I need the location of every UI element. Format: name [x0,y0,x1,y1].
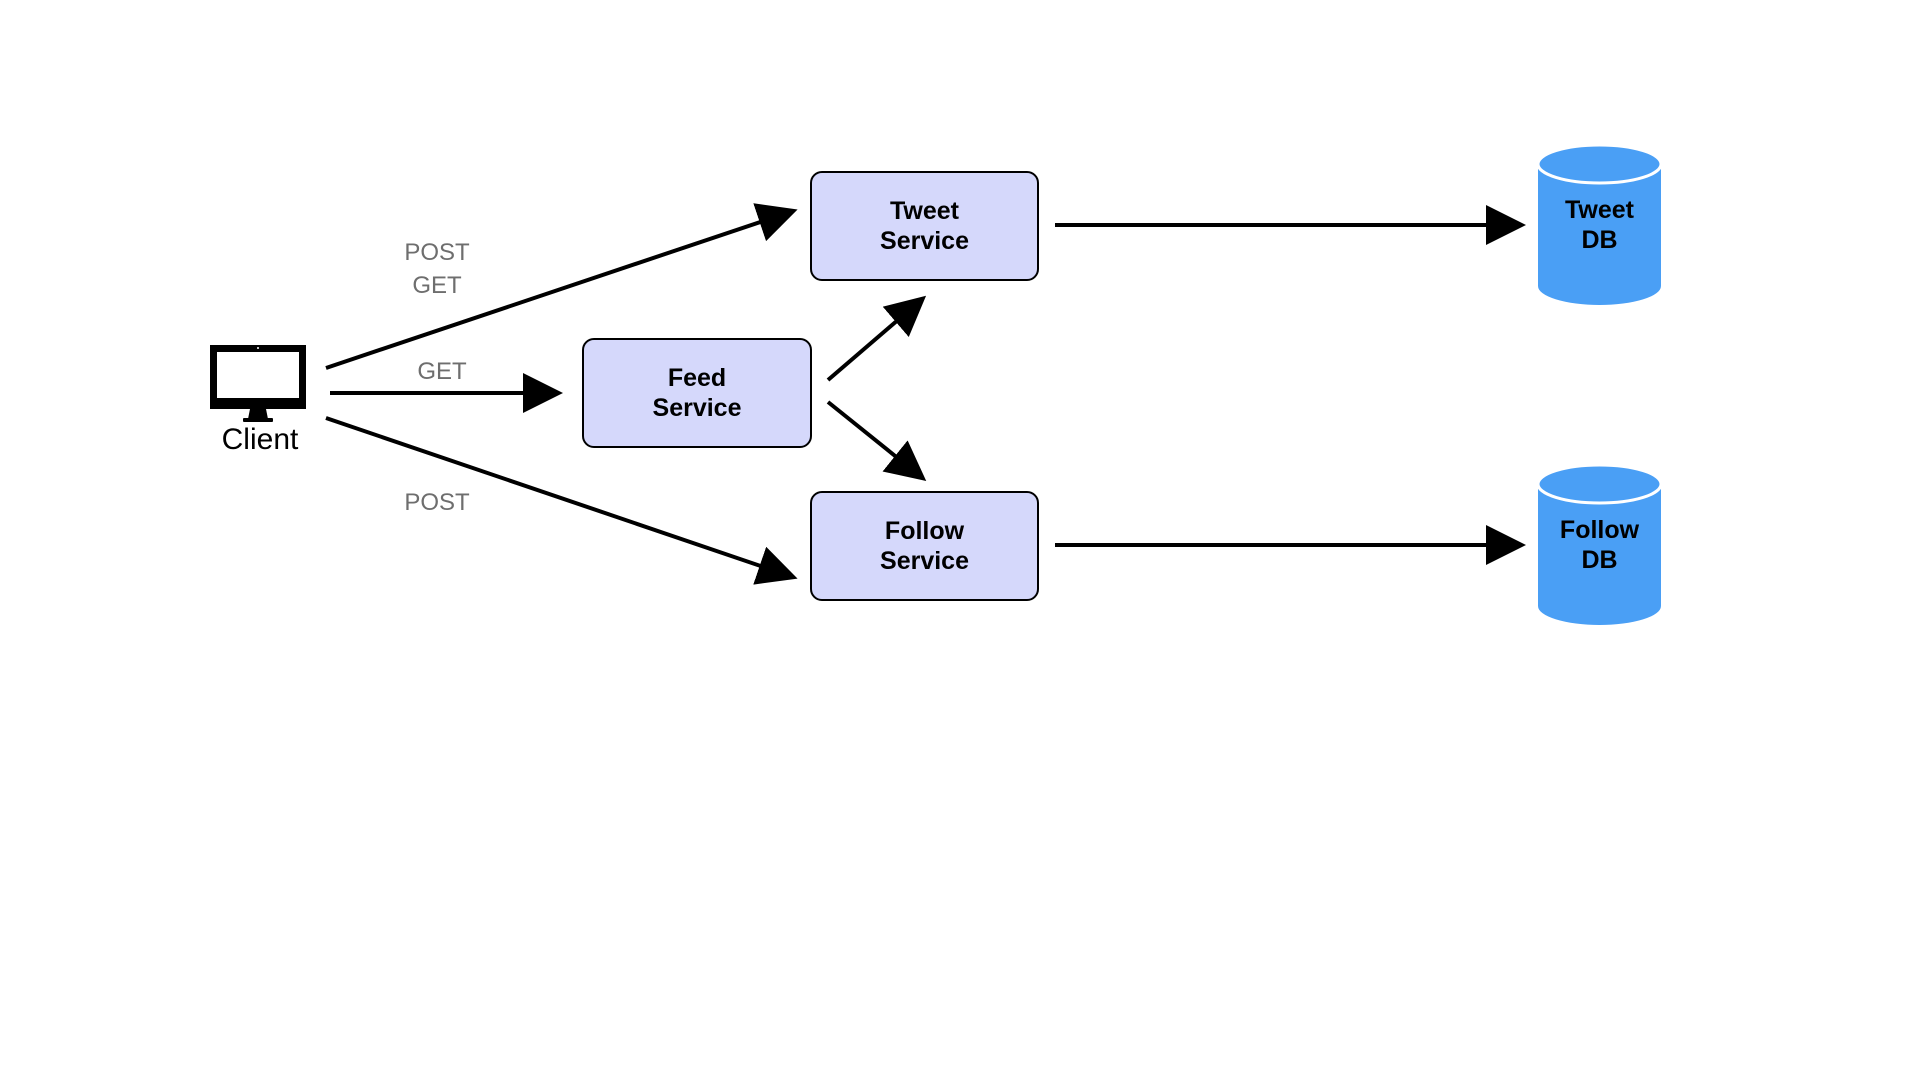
arrow-client-to-tweet-service [325,203,798,370]
client-label: Client [221,423,299,456]
arrow-feed-to-tweet-service [826,295,927,382]
tweet-service-label: Tweet Service [880,197,969,255]
database-cylinder-icon [1536,143,1663,305]
arrow-feed-to-follow-service [826,400,927,482]
client-node: Client [205,340,315,470]
tweet-db: Tweet DB [1536,143,1663,308]
database-cylinder-icon [1536,463,1663,625]
feed-service-box: Feed Service [582,338,812,448]
edge-label-client-to-feed: GET [417,358,467,385]
tweet-db-label: Tweet DB [1565,196,1634,254]
follow-db-label: Follow DB [1559,516,1640,574]
follow-service-box: Follow Service [810,491,1039,601]
follow-db: Follow DB [1536,463,1663,628]
arrow-client-to-follow-service [325,416,798,585]
edge-label-client-to-follow: POST [404,489,470,516]
feed-service-label: Feed Service [652,364,742,422]
edge-label-client-to-tweet: POST GET [404,239,470,299]
follow-service-label: Follow Service [880,517,969,575]
monitor-icon [210,345,306,422]
tweet-service-box: Tweet Service [810,171,1039,281]
